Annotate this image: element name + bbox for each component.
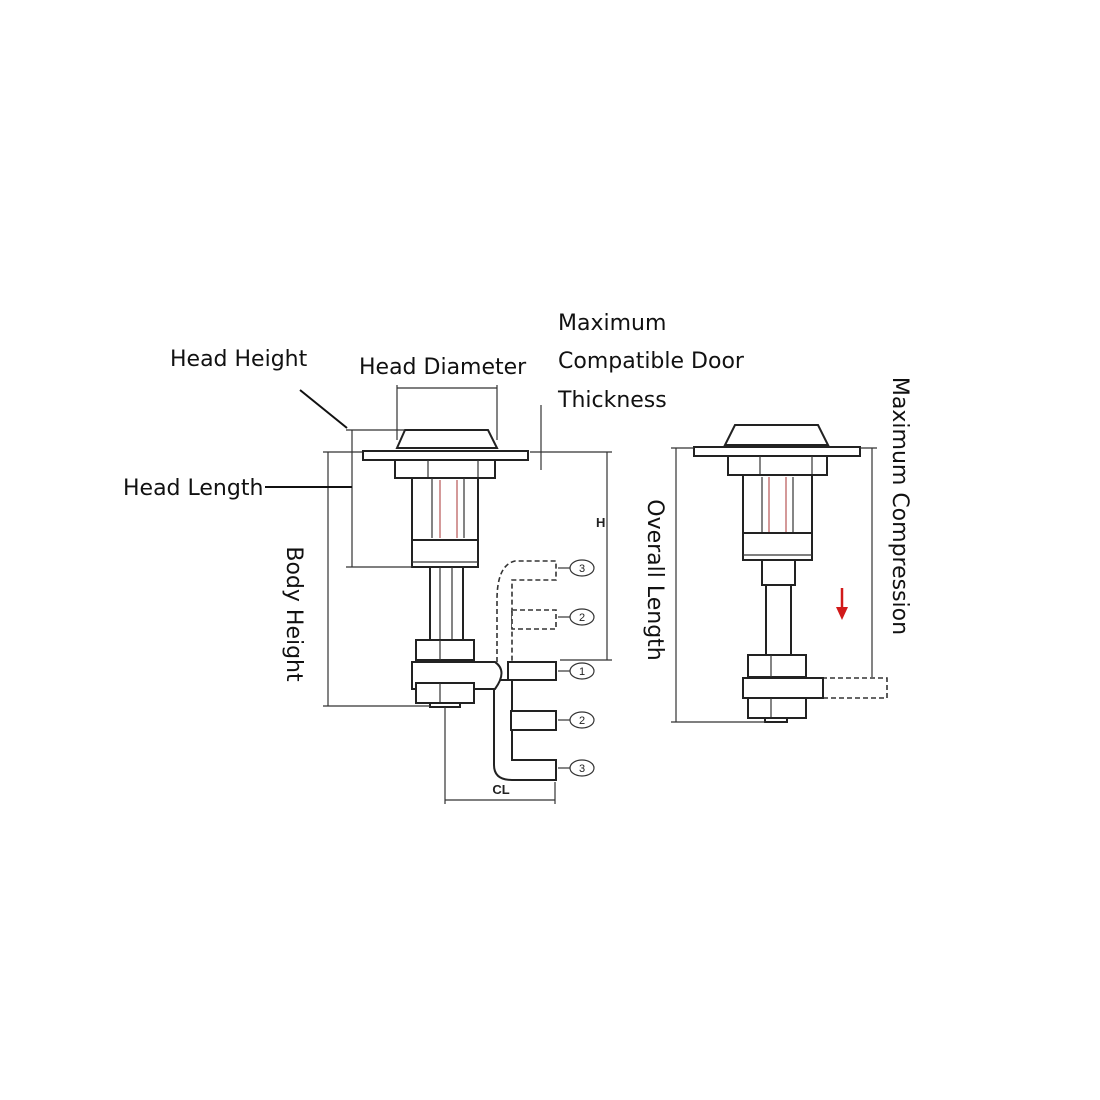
washer (429, 702, 461, 708)
cam-extension-dashed (822, 677, 888, 699)
head-diameter-label: Head Diameter (359, 355, 527, 380)
head-length-label: Head Length (123, 476, 263, 501)
drawing-line: 2 (579, 715, 585, 727)
left-cam-lock (362, 429, 557, 781)
head-dome (723, 424, 830, 446)
body-height-label: Body Height (281, 546, 306, 682)
shaft-nut (415, 639, 475, 661)
max-door-thickness-line-1: Maximum (558, 311, 666, 336)
cam-arm (493, 679, 557, 781)
door-plate (362, 450, 529, 461)
drawing-line (569, 662, 595, 680)
drawing-line (569, 759, 595, 777)
drawing-line (569, 559, 595, 577)
position-callouts: 3 2 1 2 3 (558, 559, 595, 777)
lower-nut (415, 682, 475, 704)
upper-nut (394, 459, 496, 479)
head-dome (395, 429, 499, 449)
callout-2-top: 2 (558, 608, 595, 626)
drawing-line: 2 (579, 612, 585, 624)
callout-1: 1 (558, 662, 595, 680)
body (742, 474, 813, 561)
cam-position-2-dashed (511, 609, 557, 630)
shaft-nut (747, 654, 807, 678)
drawing-line (569, 608, 595, 626)
h-label: H (596, 515, 605, 530)
washer (764, 717, 788, 723)
callout-3-bottom: 3 (558, 759, 595, 777)
cam-position-3-dashed (496, 560, 557, 662)
drawing-line (569, 711, 595, 729)
drawing-line: 3 (579, 763, 585, 775)
body (411, 477, 479, 568)
cam-position-2 (510, 710, 557, 731)
shaft (765, 584, 792, 656)
cam (742, 677, 824, 699)
overall-length-label: Overall Length (642, 499, 667, 661)
door-plate (693, 446, 861, 457)
lower-nut (747, 697, 807, 719)
shaft-collar (761, 559, 796, 586)
drawing-line: 3 (579, 563, 585, 575)
cam-position-1 (507, 661, 557, 681)
right-cam-lock (671, 424, 888, 723)
drawing-line: 1 (579, 666, 585, 678)
max-compression-label: Maximum Compression (887, 377, 912, 635)
drawing-line (836, 607, 848, 620)
max-door-thickness-line-3: Thickness (557, 388, 667, 413)
max-door-thickness-line-2: Compatible Door (558, 349, 745, 374)
callout-3-top: 3 (558, 559, 595, 577)
head-height-leader (299, 389, 348, 429)
head-height-label: Head Height (170, 347, 308, 372)
cl-label: CL (492, 782, 509, 797)
shaft (429, 566, 464, 641)
callout-2-bottom: 2 (558, 711, 595, 729)
left-dimensions: H CL (265, 385, 612, 804)
